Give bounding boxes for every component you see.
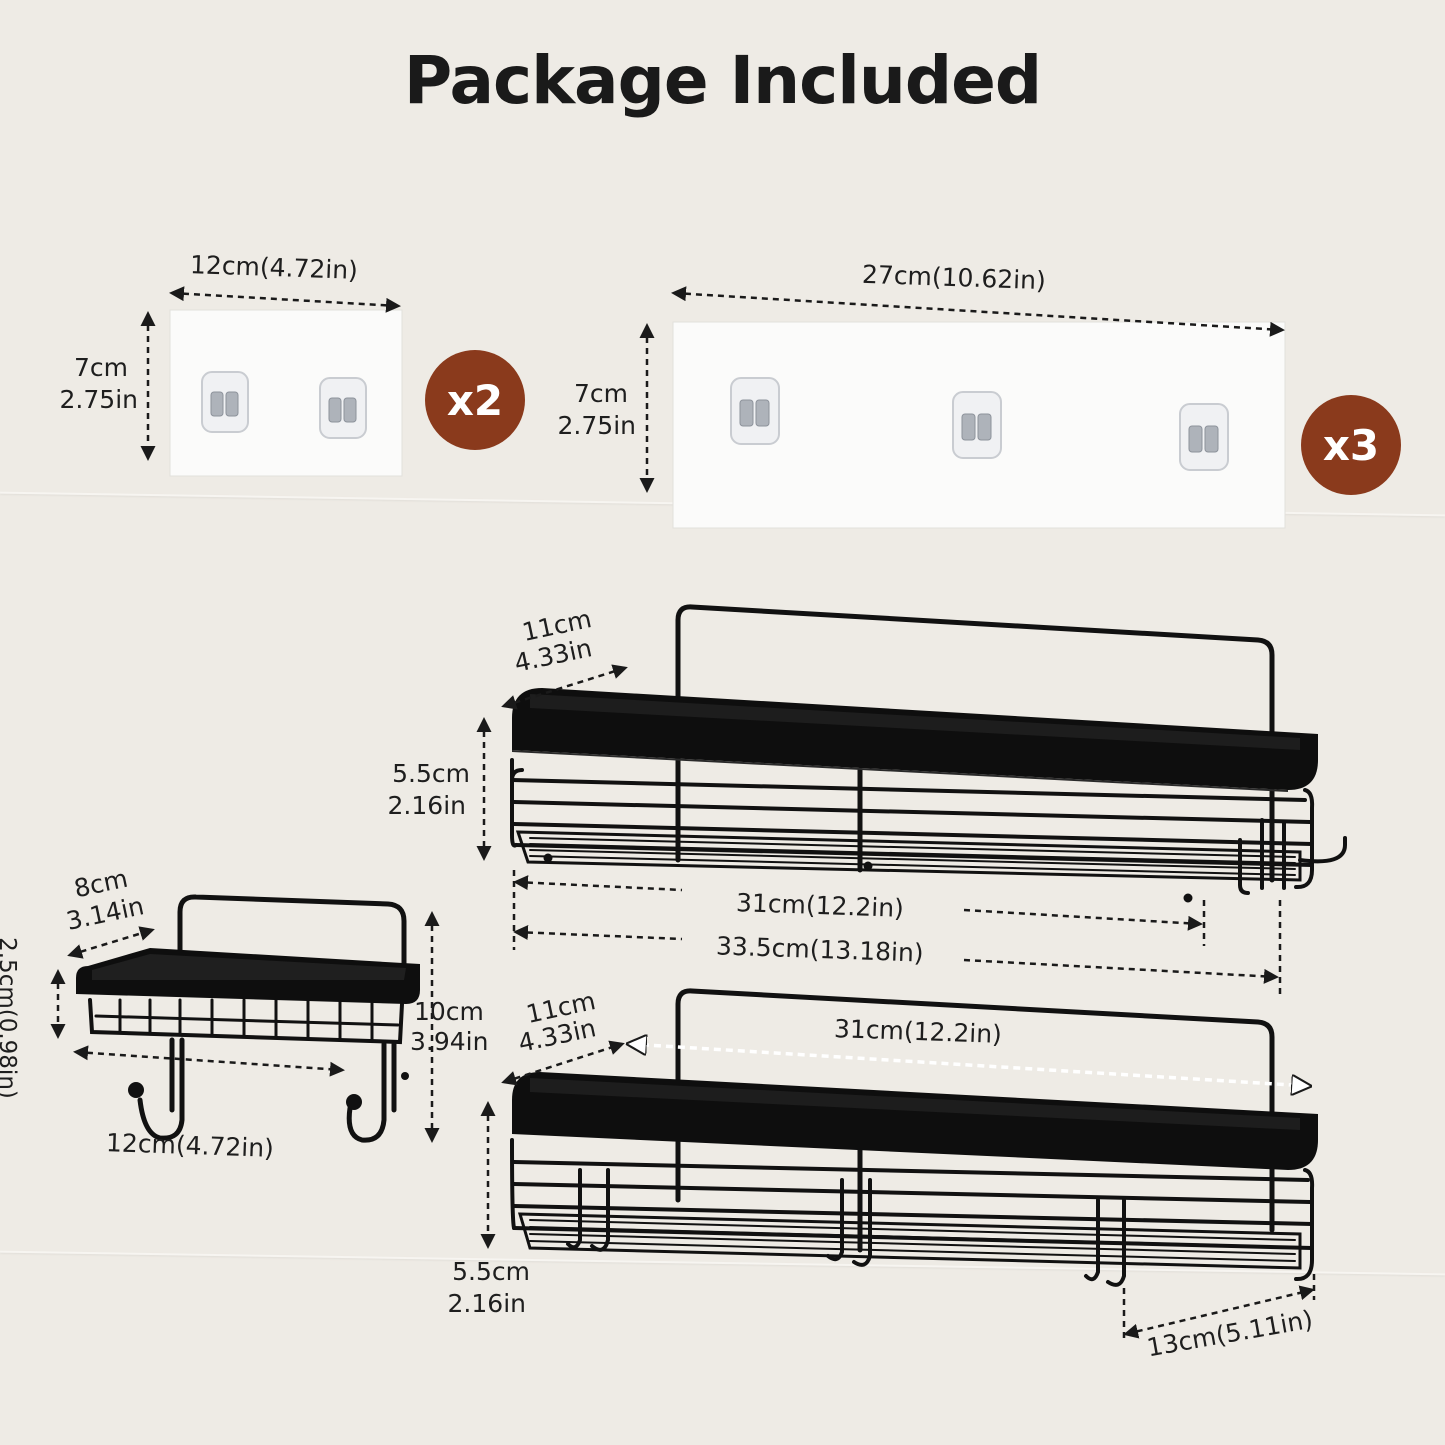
adhesive-hook-icon — [730, 377, 780, 445]
shelf-top-illustration — [510, 604, 1347, 903]
page-title: Package Included — [403, 42, 1042, 119]
shelf-top-width-label: 31cm(12.2in) — [735, 888, 905, 923]
adhesive-hook-icon — [319, 377, 367, 439]
adhesive-small-height-cm-label: 7cm — [73, 353, 128, 382]
soap-dish-total-height-cm-label: 10cm — [414, 997, 484, 1026]
shelf-bottom-height-in-label: 2.16in — [447, 1289, 526, 1318]
adhesive-hook-icon — [201, 371, 249, 433]
soap-dish-total-height-in-label: 3.94in — [410, 1027, 489, 1056]
shelf-top-tray — [512, 688, 1318, 792]
soap-dish-tray — [76, 948, 420, 1004]
soap-dish-height-label: 2.5cm(0.98in) — [0, 937, 20, 1099]
soap-dish-width-label: 12cm(4.72in) — [105, 1128, 275, 1163]
adhesive-large-width-label: 27cm(10.62in) — [861, 259, 1047, 296]
shelf-top-height-cm-label: 5.5cm — [392, 759, 470, 788]
shelf-bottom-height-cm-label: 5.5cm — [452, 1257, 530, 1286]
quantity-badge-small: x2 — [425, 350, 525, 450]
adhesive-hook-icon — [1179, 403, 1229, 471]
quantity-badge-large: x3 — [1301, 395, 1401, 495]
adhesive-large-height-in-label: 2.75in — [557, 411, 636, 440]
adhesive-large-height-cm-label: 7cm — [573, 379, 628, 408]
soap-dish-illustration — [88, 894, 409, 1143]
adhesive-hook-icon — [952, 391, 1002, 459]
adhesive-small-height-in-label: 2.75in — [59, 385, 138, 414]
adhesive-plate-large — [672, 321, 1286, 529]
adhesive-plate-small — [169, 309, 403, 477]
shelf-bottom-tray — [512, 1072, 1318, 1170]
shelf-bottom-illustration — [510, 988, 1315, 1287]
shelf-bottom-width-label: 31cm(12.2in) — [833, 1014, 1003, 1049]
adhesive-small-width-label: 12cm(4.72in) — [189, 250, 359, 285]
shelf-top-height-in-label: 2.16in — [387, 791, 466, 820]
